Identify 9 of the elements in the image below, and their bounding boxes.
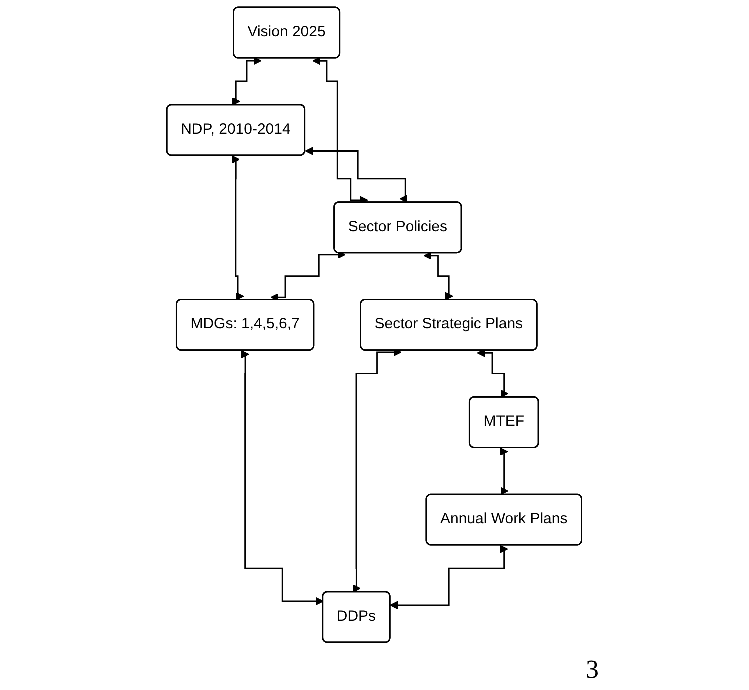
arrow xyxy=(305,147,408,204)
arrow xyxy=(424,252,454,301)
arrow xyxy=(232,156,244,301)
page-number: 3 xyxy=(586,655,599,684)
arrow xyxy=(232,56,262,106)
arrow xyxy=(241,350,324,606)
arrow xyxy=(477,349,509,398)
arrow xyxy=(390,545,508,610)
arrow xyxy=(500,448,509,496)
